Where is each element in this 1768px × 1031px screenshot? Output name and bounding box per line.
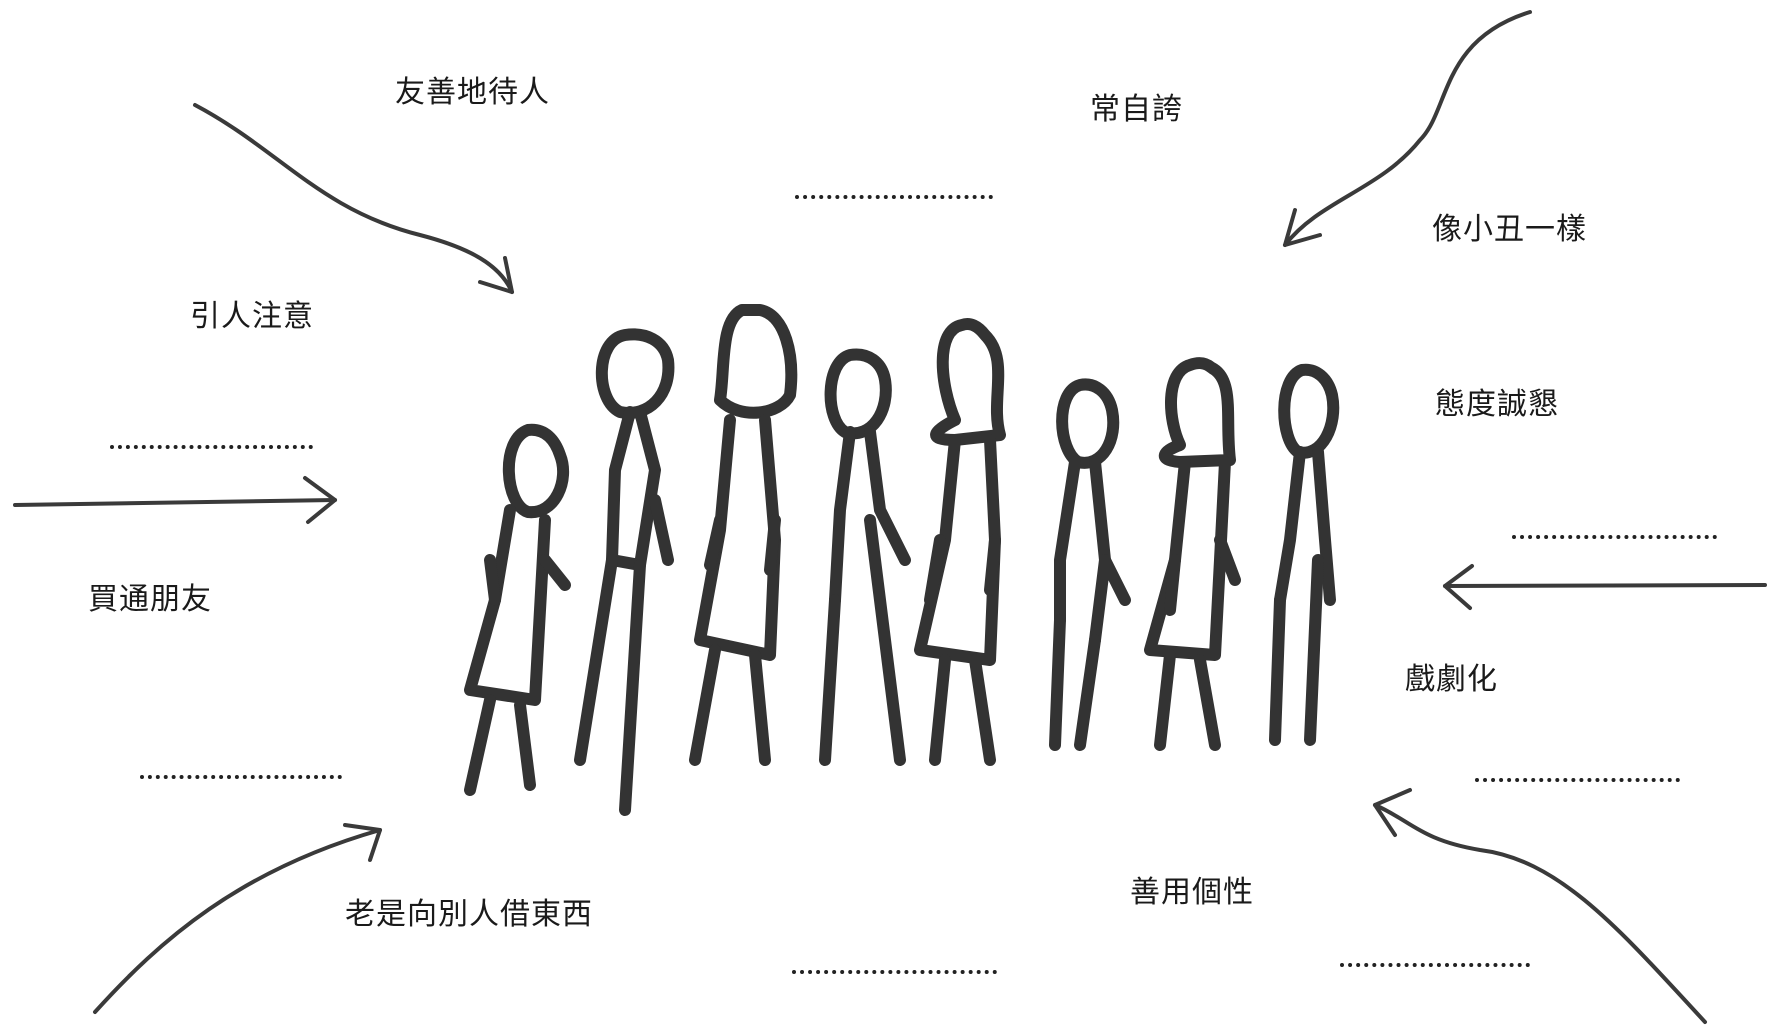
answer-blank[interactable] bbox=[140, 775, 342, 779]
figure-5 bbox=[914, 318, 1006, 766]
arrow-left bbox=[13, 476, 337, 524]
phrase-borrowing: 老是向別人借東西 bbox=[345, 897, 593, 932]
answer-blank[interactable] bbox=[1475, 778, 1680, 782]
figure-6 bbox=[1049, 378, 1131, 751]
phrase-dramatic: 戲劇化 bbox=[1405, 662, 1498, 697]
phrase-bribe-friends: 買通朋友 bbox=[88, 582, 212, 617]
phrase-clownish: 像小丑一樣 bbox=[1432, 212, 1587, 247]
arrow-top-right bbox=[1283, 10, 1532, 247]
answer-blank[interactable] bbox=[1340, 963, 1530, 967]
answer-blank[interactable] bbox=[792, 970, 997, 974]
phrase-personality: 善用個性 bbox=[1130, 875, 1254, 910]
figure-8 bbox=[1269, 363, 1340, 746]
answer-blank[interactable] bbox=[795, 195, 993, 199]
arrow-bottom-left bbox=[93, 823, 382, 1014]
arrow-right bbox=[1443, 564, 1767, 610]
figure-4 bbox=[819, 348, 911, 766]
figure-7 bbox=[1144, 357, 1241, 751]
answer-blank[interactable] bbox=[1512, 535, 1717, 539]
figure-1 bbox=[464, 423, 571, 796]
phrase-sincere: 態度誠懇 bbox=[1435, 387, 1559, 422]
figure-3 bbox=[689, 304, 798, 766]
phrase-friendly: 友善地待人 bbox=[395, 75, 550, 110]
arrow-bottom-right bbox=[1373, 788, 1707, 1024]
answer-blank[interactable] bbox=[110, 445, 313, 449]
phrase-boastful: 常自誇 bbox=[1090, 92, 1183, 127]
figure-2 bbox=[574, 328, 675, 816]
arrow-top-left bbox=[193, 103, 514, 294]
phrase-attention: 引人注意 bbox=[190, 299, 314, 334]
